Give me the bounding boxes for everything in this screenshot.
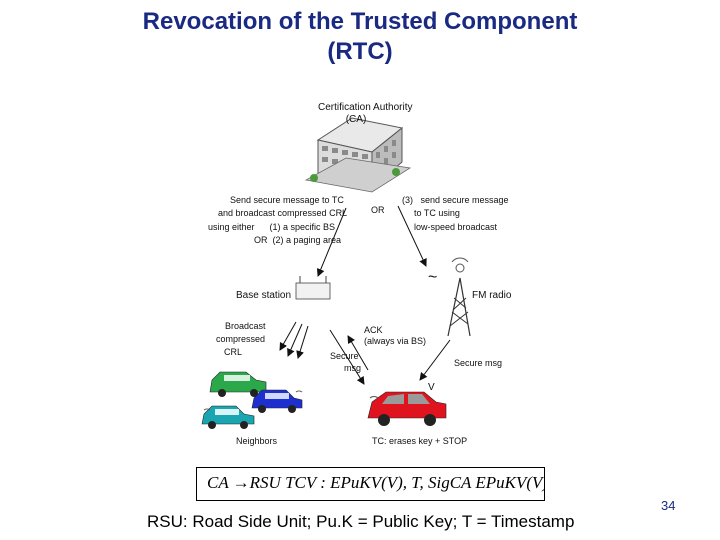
page-number: 34: [661, 498, 676, 513]
base-station-icon: [295, 276, 331, 300]
secure-msg-left-2: msg: [344, 363, 361, 373]
formula-box: CA →RSU TCV : EPuKV(V), T, SigCA EPuKV(V…: [196, 467, 545, 501]
v-label: V: [428, 382, 435, 393]
right-msg-line3: low-speed broadcast: [414, 222, 498, 232]
arrow-bs-broadcast-1: [279, 321, 297, 351]
arrow-ack: [347, 335, 369, 371]
fm-radio-label: FM radio: [472, 290, 512, 301]
arrow-bs-broadcast-3: [296, 325, 309, 359]
secure-msg-right: Secure msg: [454, 358, 502, 368]
slide-title-line1: Revocation of the Trusted Component: [142, 8, 578, 35]
left-msg-line2: and broadcast compressed CRL: [218, 208, 347, 218]
neighbor-car-teal-icon: [201, 405, 255, 429]
arrow-secure-msg-bs: [329, 329, 365, 385]
ack-label-1: ACK: [364, 325, 383, 335]
arrow-bs-broadcast-2: [287, 323, 303, 357]
broadcast-label-3: CRL: [224, 347, 242, 357]
fm-radio-tower-icon: [447, 257, 471, 337]
arrow-ca-to-fm: [397, 205, 427, 267]
neighbors-label: Neighbors: [236, 436, 278, 446]
ca-label-abbr: (CA): [346, 114, 367, 125]
slide-title-line2: (RTC): [327, 38, 393, 65]
broadcast-label-1: Broadcast: [225, 321, 266, 331]
tc-label: TC: erases key + STOP: [372, 436, 467, 446]
or-label: OR: [371, 205, 385, 215]
wave-symbol: ~: [428, 269, 437, 286]
left-msg-line3: using either (1) a specific BS: [208, 222, 335, 232]
ca-label-name: Certification Authority: [318, 102, 413, 113]
right-msg-line1: (3) send secure message: [402, 195, 509, 205]
footnote: RSU: Road Side Unit; Pu.K = Public Key; …: [147, 512, 575, 531]
neighbor-car-green-icon: [209, 371, 267, 397]
neighbor-car-blue-icon: [251, 389, 303, 413]
tc-car-red-icon: [367, 391, 447, 426]
ack-label-2: (always via BS): [364, 336, 426, 346]
broadcast-label-2: compressed: [216, 334, 265, 344]
secure-msg-left-1: Secure: [330, 351, 359, 361]
arrow-secure-msg-fm: [419, 339, 451, 381]
left-msg-line1: Send secure message to TC: [230, 195, 344, 205]
arrow-ca-to-bs: [316, 207, 347, 277]
base-station-label: Base station: [236, 290, 291, 301]
right-msg-line2: to TC using: [414, 208, 460, 218]
ca-building-icon: [304, 117, 412, 193]
left-msg-line4: OR (2) a paging area: [254, 235, 341, 245]
